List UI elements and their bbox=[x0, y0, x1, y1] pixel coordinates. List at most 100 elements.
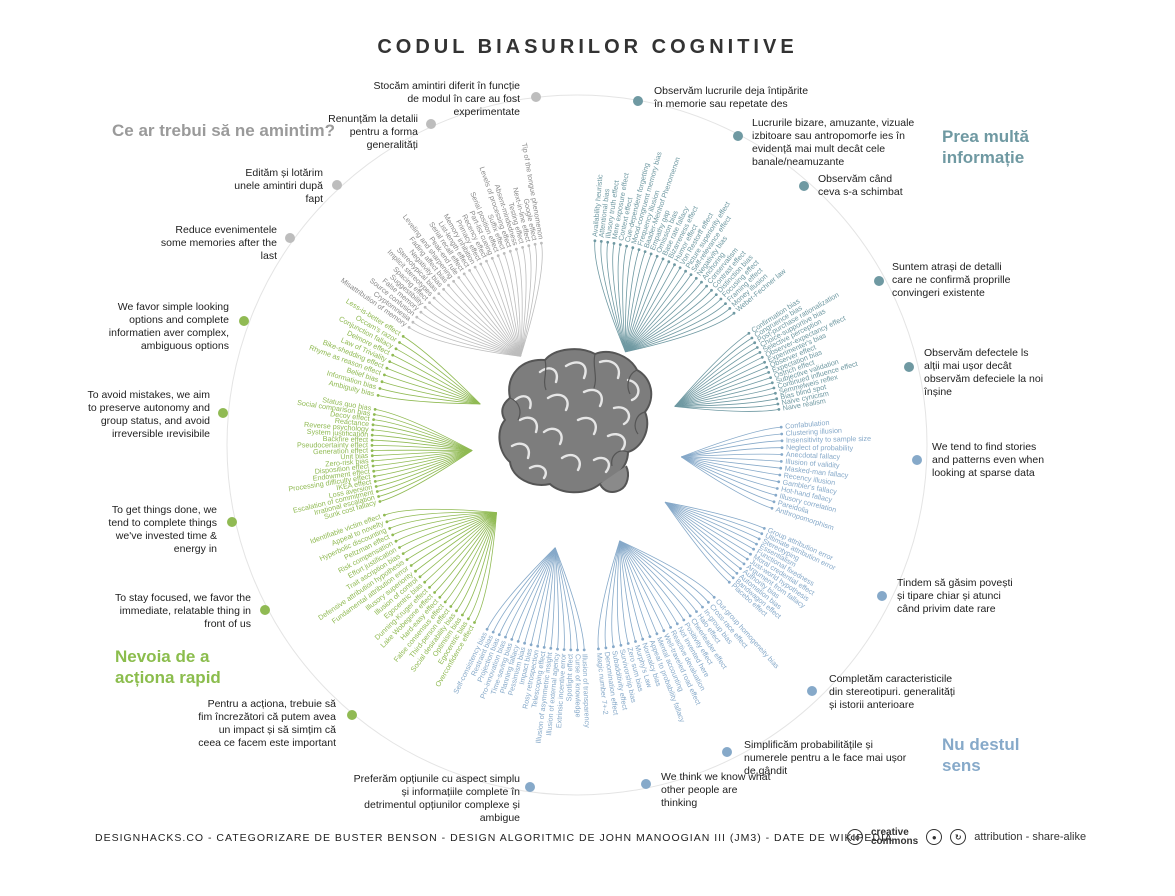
branch-tip bbox=[776, 402, 780, 406]
branch-tip bbox=[694, 276, 698, 280]
branch-line bbox=[619, 540, 678, 624]
brain-icon bbox=[498, 348, 653, 494]
branch-line bbox=[386, 511, 497, 523]
category-label: Suntem atrași de detalli care ne confirm… bbox=[892, 261, 1011, 299]
bias-label: Curse of knowledge bbox=[574, 654, 583, 718]
branch-tip bbox=[423, 580, 427, 584]
branch-tip bbox=[767, 371, 771, 374]
branch-line bbox=[474, 266, 521, 357]
branch-tip bbox=[428, 586, 431, 589]
branch-tip bbox=[765, 365, 769, 369]
category-dot bbox=[912, 455, 922, 465]
category-dot bbox=[218, 408, 228, 418]
branch-tip bbox=[373, 480, 377, 483]
category-label: We tend to find stories and patterns eve… bbox=[932, 441, 1045, 479]
bias-label: Neglect of probability bbox=[786, 443, 854, 453]
category-label: Lucrurile bizare, amuzante, vizuale izbi… bbox=[752, 117, 915, 168]
branch-tip bbox=[727, 580, 731, 584]
branch-line bbox=[443, 289, 521, 357]
branch-tip bbox=[490, 256, 494, 260]
branch-line bbox=[664, 501, 745, 565]
branch-tip bbox=[508, 249, 512, 253]
branch-tip bbox=[401, 552, 405, 555]
branch-line bbox=[378, 450, 473, 497]
branch-line bbox=[463, 273, 521, 357]
branch-line bbox=[511, 547, 556, 640]
branch-line bbox=[554, 547, 585, 650]
branch-line bbox=[625, 256, 658, 353]
branch-line bbox=[372, 424, 473, 451]
branch-tip bbox=[724, 302, 727, 305]
branch-tip bbox=[774, 493, 778, 497]
branch-tip bbox=[669, 626, 672, 629]
branch-line bbox=[498, 547, 556, 635]
branch-line bbox=[619, 540, 658, 634]
branch-tip bbox=[414, 569, 417, 573]
branch-tip bbox=[394, 539, 398, 543]
branch-tip bbox=[533, 242, 537, 246]
category-dots bbox=[218, 92, 922, 792]
branch-tip bbox=[370, 433, 374, 437]
branch-line bbox=[625, 290, 712, 353]
branch-tip bbox=[388, 360, 392, 363]
branch-tip bbox=[643, 250, 647, 254]
branch-line bbox=[379, 388, 481, 405]
branch-line bbox=[674, 382, 773, 407]
branch-line bbox=[625, 258, 664, 353]
branch-line bbox=[664, 501, 762, 535]
branch-tip bbox=[777, 408, 781, 411]
branch-line bbox=[395, 348, 481, 405]
branch-tip bbox=[701, 605, 704, 609]
branch-tip bbox=[516, 640, 520, 643]
branch-line bbox=[399, 512, 497, 548]
branch-tip bbox=[409, 564, 413, 567]
branch-tip bbox=[689, 273, 693, 276]
branch-tip bbox=[415, 315, 419, 319]
category-label: Completăm caracteristicile din stereotip… bbox=[829, 673, 956, 711]
branch-line bbox=[674, 342, 755, 407]
branch-line bbox=[517, 547, 556, 642]
branch-tip bbox=[777, 480, 781, 484]
branch-line bbox=[415, 512, 497, 572]
branch-line bbox=[625, 253, 652, 352]
branch-line bbox=[674, 387, 775, 407]
branch-line bbox=[374, 414, 473, 451]
branch-line bbox=[377, 450, 473, 492]
branch-line bbox=[520, 243, 543, 357]
branch-line bbox=[664, 501, 741, 569]
branch-tip bbox=[371, 459, 374, 463]
branch-line bbox=[674, 356, 763, 407]
branch-line bbox=[468, 512, 497, 620]
branch-tip bbox=[593, 239, 597, 243]
branch-tip bbox=[370, 444, 374, 447]
branch-line bbox=[406, 512, 497, 560]
bias-label: Confabulation bbox=[785, 418, 830, 431]
branch-line bbox=[503, 253, 521, 357]
branch-line bbox=[395, 512, 497, 542]
branch-tip bbox=[637, 248, 641, 252]
branch-tip bbox=[407, 326, 411, 329]
branch-line bbox=[625, 278, 697, 353]
branch-line bbox=[384, 508, 497, 516]
branch-tip bbox=[753, 341, 757, 345]
branch-line bbox=[611, 540, 621, 647]
branch-line bbox=[486, 260, 521, 357]
branch-tip bbox=[370, 454, 374, 458]
cc-wordmark-line2: commons bbox=[871, 836, 919, 847]
branch-tip bbox=[373, 474, 376, 478]
branch-tip bbox=[760, 355, 764, 359]
category-label: To avoid mistakes, we aim to preserve au… bbox=[87, 389, 210, 440]
region-remember: Ce ar trebui să ne amintim? bbox=[112, 121, 335, 140]
branch-tip bbox=[705, 284, 708, 288]
branch-line bbox=[389, 512, 497, 529]
branch-line bbox=[373, 450, 473, 467]
branch-line bbox=[674, 347, 758, 407]
branch-tip bbox=[597, 647, 600, 651]
branch-tip bbox=[714, 293, 718, 296]
branch-tip bbox=[391, 533, 395, 537]
branch-tip bbox=[438, 595, 442, 599]
branch-line bbox=[681, 456, 779, 483]
branch-line bbox=[594, 240, 626, 353]
branch-line bbox=[612, 243, 626, 352]
branch-line bbox=[604, 540, 621, 648]
